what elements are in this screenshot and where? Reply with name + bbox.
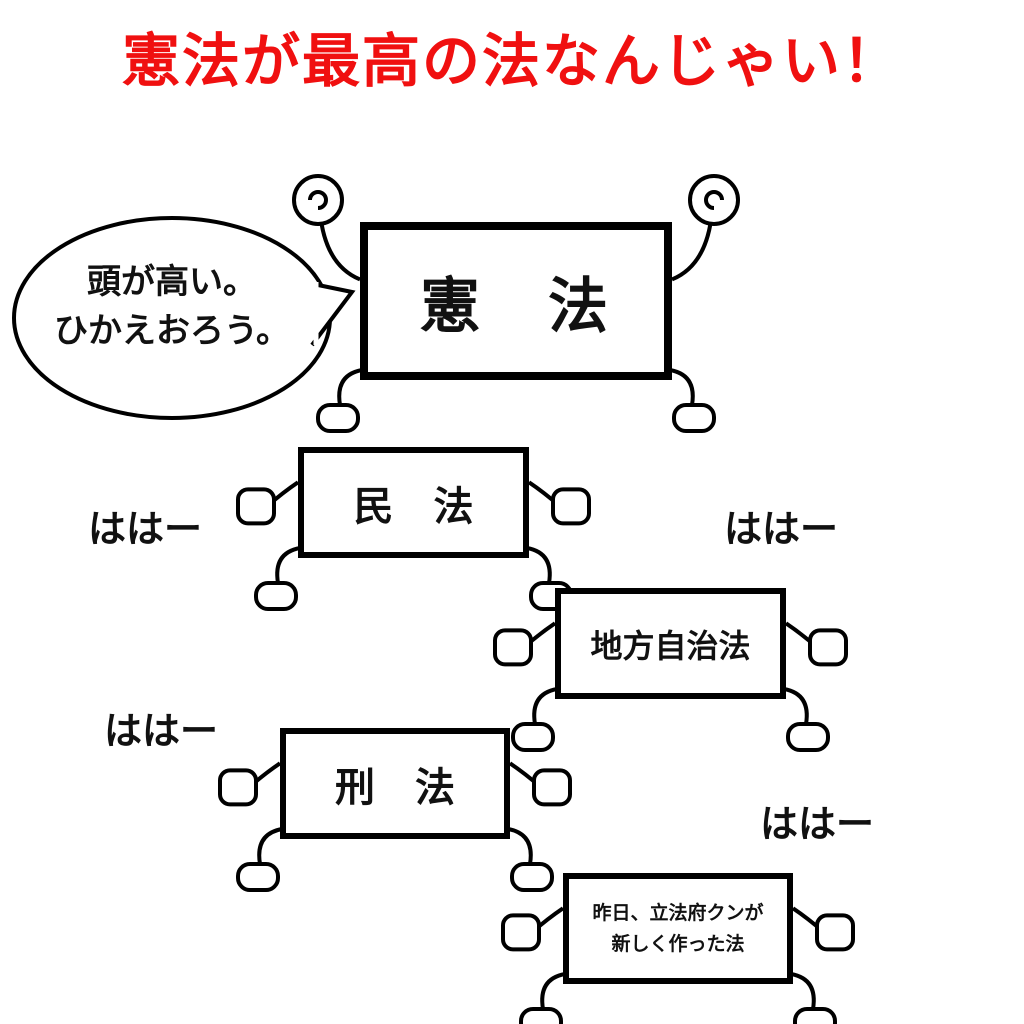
speech-bubble-tail: [310, 283, 356, 347]
bow-text-1: ははー: [88, 507, 203, 551]
right-hand-icon: [808, 628, 848, 667]
left-foot-icon: [511, 722, 555, 752]
chiho-jichi-sign: 地方自治法: [555, 588, 786, 699]
left-leg: [275, 546, 301, 584]
left-foot-icon: [254, 581, 298, 611]
left-leg: [532, 687, 558, 725]
bow-text-4: ははー: [760, 802, 875, 846]
right-foot-icon: [510, 862, 554, 892]
bow-text-3: ははー: [104, 709, 219, 753]
left-hand-icon: [218, 768, 258, 807]
right-leg: [669, 368, 695, 406]
minpo-sign: 民 法: [298, 447, 529, 558]
fist-swirl: [308, 190, 328, 210]
left-foot-icon: [236, 862, 280, 892]
right-foot-icon: [672, 403, 716, 433]
right-fist-icon: [688, 174, 740, 226]
fist-swirl: [704, 190, 724, 210]
new-law-line-2: 新しく作った法: [611, 932, 745, 955]
page-title: 憲法が最高の法なんじゃい！: [121, 27, 902, 95]
speech-line-1: 頭が高い。: [87, 262, 257, 302]
right-foot-icon: [793, 1007, 837, 1024]
speech-line-2: ひかえおろう。: [54, 311, 290, 352]
right-leg: [790, 972, 816, 1010]
right-foot-icon: [786, 722, 830, 752]
left-leg: [337, 368, 363, 406]
kenpo-sign: 憲 法: [360, 222, 672, 380]
new-law-line-1: 昨日、立法府クンが: [592, 902, 764, 925]
bow-text-2: ははー: [724, 507, 839, 551]
left-foot-icon: [519, 1007, 563, 1024]
right-hand-icon: [815, 913, 855, 952]
right-hand-icon: [551, 487, 591, 526]
right-leg: [507, 827, 533, 865]
left-foot-icon: [316, 403, 360, 433]
left-leg: [540, 972, 566, 1010]
speech-text: 頭が高い。 ひかえおろう。: [22, 258, 322, 357]
left-hand-icon: [501, 913, 541, 952]
right-leg: [526, 546, 552, 584]
new-law-sign: 昨日、立法府クンが 新しく作った法: [563, 873, 793, 984]
left-hand-icon: [493, 628, 533, 667]
keiho-sign: 刑 法: [280, 728, 510, 839]
left-hand-icon: [236, 487, 276, 526]
left-fist-icon: [292, 174, 344, 226]
left-leg: [257, 827, 283, 865]
right-leg: [783, 687, 809, 725]
right-hand-icon: [532, 768, 572, 807]
